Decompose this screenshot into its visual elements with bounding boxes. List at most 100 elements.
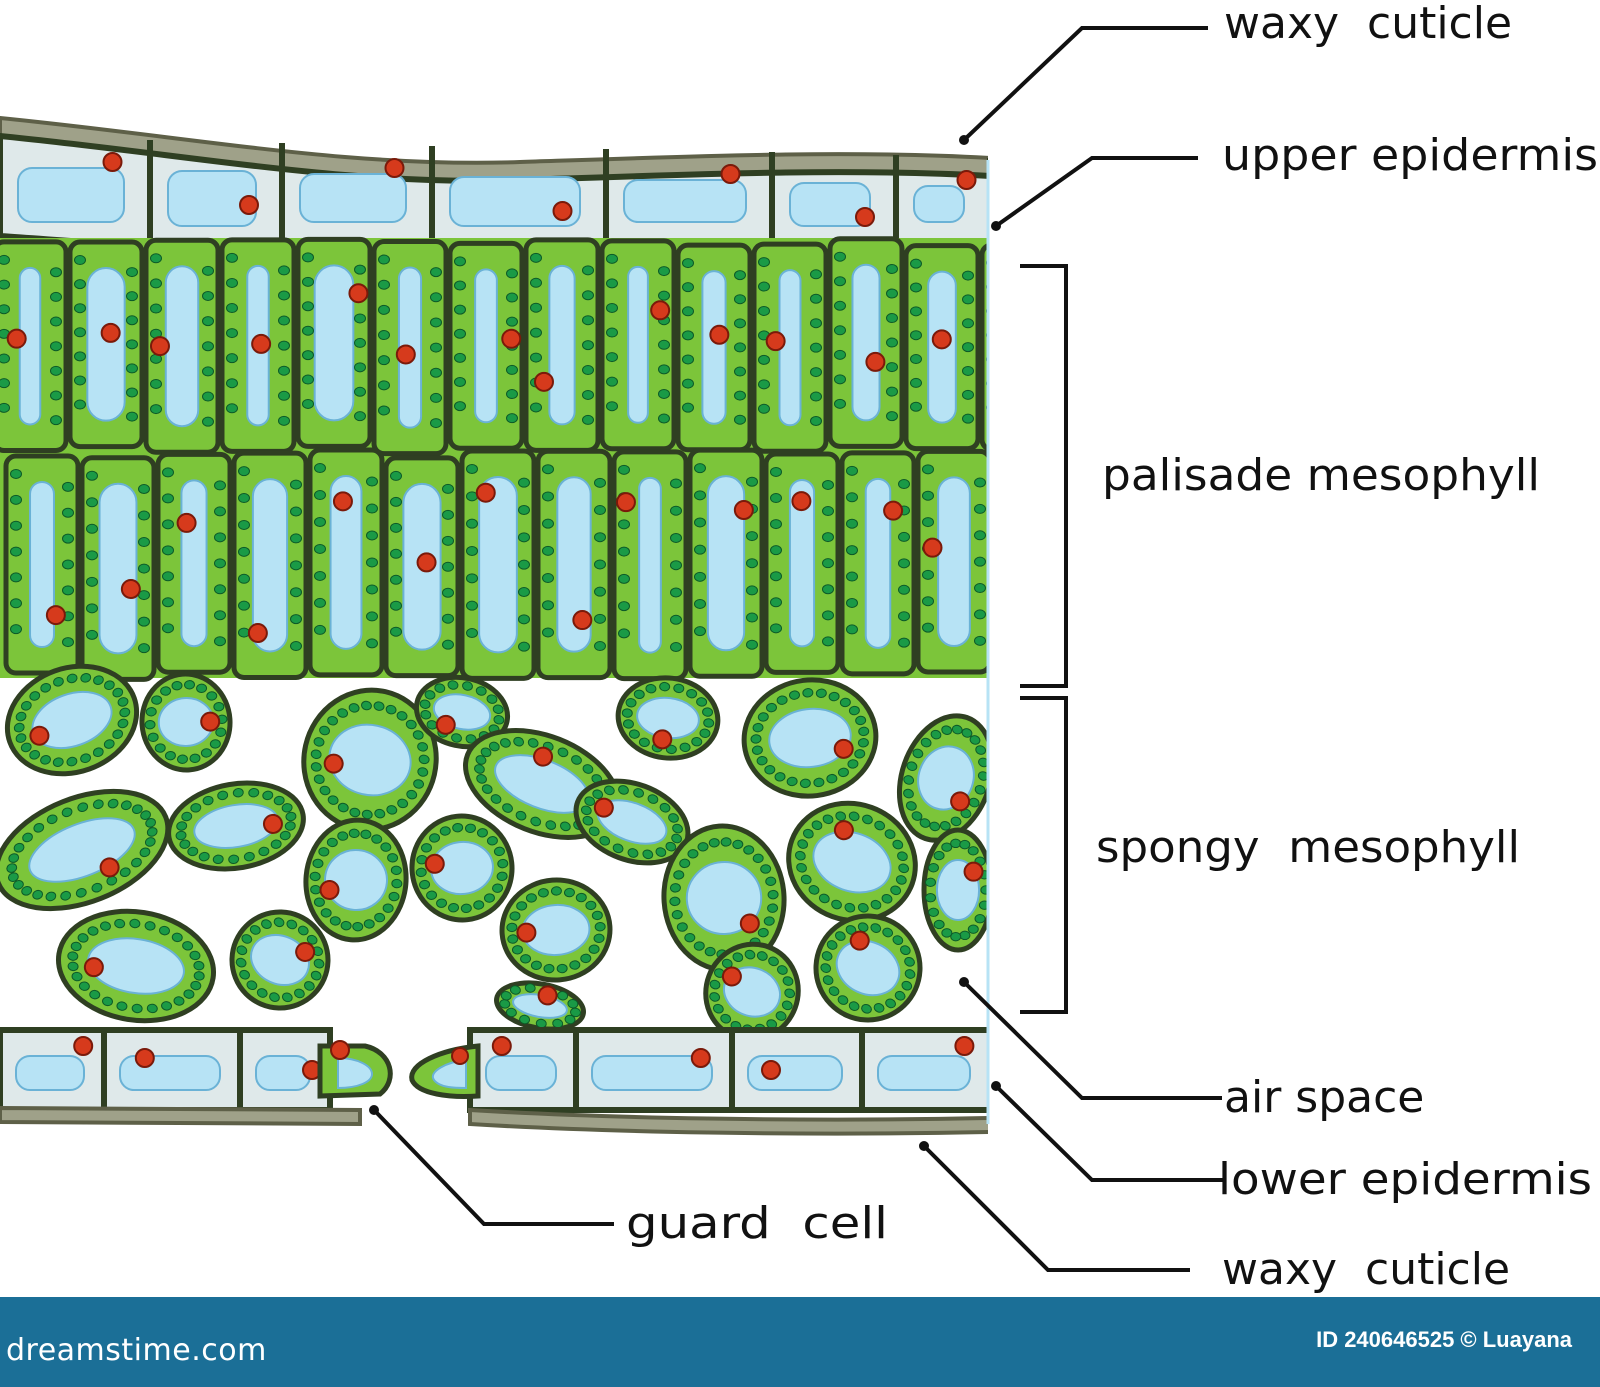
chloroplast: [390, 574, 402, 585]
nucleus: [552, 201, 573, 221]
chloroplast: [886, 313, 898, 324]
chloroplast: [746, 558, 758, 569]
spongy-cell: [499, 877, 613, 983]
chloroplast: [606, 401, 618, 412]
chloroplast: [670, 560, 682, 571]
chloroplast: [354, 264, 366, 275]
nucleus: [73, 1036, 94, 1056]
spongy-cell: [573, 778, 691, 866]
chloroplast: [846, 571, 858, 582]
chloroplast: [354, 411, 366, 422]
lower-epidermis-cells: [0, 1027, 988, 1113]
chloroplast: [126, 267, 138, 278]
chloroplast: [378, 380, 390, 391]
chloroplast: [822, 506, 834, 517]
chloroplast: [86, 497, 98, 508]
chloroplast: [898, 531, 910, 542]
chloroplast: [910, 258, 922, 269]
chloroplast: [834, 349, 846, 360]
chloroplast: [226, 277, 238, 288]
chloroplast: [214, 610, 226, 621]
chloroplast: [442, 561, 454, 572]
chloroplast: [162, 519, 174, 530]
chloroplast: [50, 291, 62, 302]
chloroplast: [810, 342, 822, 353]
epidermis-vacuole: [299, 173, 407, 223]
chloroplast: [302, 252, 314, 263]
chloroplast: [910, 282, 922, 293]
chloroplast: [910, 354, 922, 365]
nucleus: [416, 552, 437, 573]
chloroplast: [506, 364, 518, 375]
chloroplast: [770, 597, 782, 608]
chloroplast: [898, 479, 910, 490]
chloroplast: [734, 390, 746, 401]
chloroplast: [682, 282, 694, 293]
chloroplast: [974, 530, 986, 541]
label-waxy-cuticle-top: waxy cuticle: [1224, 0, 1512, 49]
spongy-cell: [139, 671, 233, 773]
chloroplast: [758, 305, 770, 316]
chloroplast: [506, 389, 518, 400]
chloroplast: [834, 276, 846, 287]
chloroplast: [314, 597, 326, 608]
chloroplast: [834, 300, 846, 311]
chloroplast: [898, 584, 910, 595]
chloroplast: [846, 597, 858, 608]
chloroplast: [922, 569, 934, 580]
chloroplast: [606, 253, 618, 264]
chloroplast: [162, 597, 174, 608]
chloroplast: [10, 494, 22, 505]
chloroplast: [594, 559, 606, 570]
chloroplast: [126, 291, 138, 302]
chloroplast: [366, 584, 378, 595]
chloroplast: [734, 318, 746, 329]
chloroplast: [74, 279, 86, 290]
chloroplast: [442, 639, 454, 650]
chloroplast: [202, 265, 214, 276]
chloroplast: [974, 583, 986, 594]
chloroplast: [910, 377, 922, 388]
chloroplast: [430, 392, 442, 403]
chloroplast: [314, 517, 326, 528]
nucleus: [395, 344, 416, 365]
palisade-bracket: [1020, 264, 1068, 688]
nucleus: [931, 329, 952, 350]
vacuole: [638, 476, 662, 654]
chloroplast: [518, 559, 530, 570]
nucleus: [709, 324, 730, 345]
chloroplast: [922, 622, 934, 633]
chloroplast: [746, 476, 758, 487]
chloroplast: [682, 258, 694, 269]
chloroplast: [74, 351, 86, 362]
spongy-cell: [741, 677, 879, 799]
epidermis-vacuole: [789, 182, 871, 227]
chloroplast: [278, 265, 290, 276]
chloroplast: [302, 398, 314, 409]
chloroplast: [542, 573, 554, 584]
chloroplast: [278, 415, 290, 426]
chloroplast: [0, 304, 10, 315]
chloroplast: [682, 378, 694, 389]
chloroplast: [910, 306, 922, 317]
vacuole: [478, 476, 518, 654]
chloroplast: [354, 386, 366, 397]
chloroplast: [162, 545, 174, 556]
nucleus: [533, 371, 554, 392]
chloroplast: [922, 464, 934, 475]
chloroplast: [922, 517, 934, 528]
nucleus: [239, 195, 259, 215]
chloroplast: [378, 355, 390, 366]
chloroplast: [126, 411, 138, 422]
chloroplast: [226, 353, 238, 364]
chloroplast: [430, 267, 442, 278]
chloroplast: [86, 629, 98, 640]
nucleus: [865, 351, 886, 372]
chloroplast: [0, 402, 10, 413]
chloroplast: [354, 337, 366, 348]
chloroplast: [0, 254, 10, 265]
epidermis-vacuole: [591, 1055, 713, 1091]
nucleus: [384, 158, 405, 178]
chloroplast: [366, 530, 378, 541]
chloroplast: [454, 352, 466, 363]
